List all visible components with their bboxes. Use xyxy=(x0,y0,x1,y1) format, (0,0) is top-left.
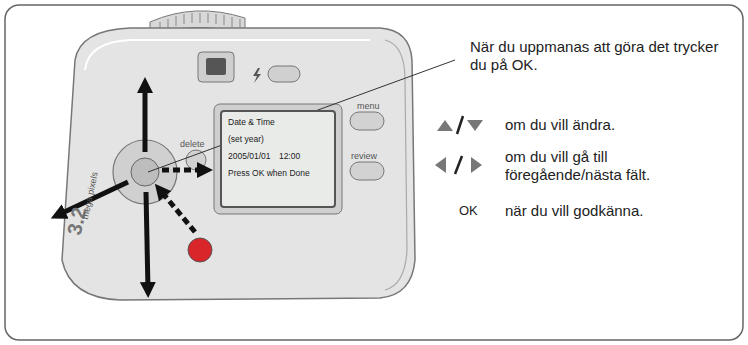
callout-text: När du uppmanas att göra det trycker du … xyxy=(470,38,735,74)
ok-key-label: OK xyxy=(459,203,478,219)
button-label: delete xyxy=(180,139,205,150)
button-label: menu xyxy=(357,101,380,112)
instruction-text: om du vill gå till föregående/nästa fält… xyxy=(505,148,685,184)
lcd-screen: Date & Time (set year) 2005/01/01 12:00Pre… xyxy=(220,110,336,208)
screen-text: Date & Time xyxy=(228,117,328,127)
screen-text: (set year) xyxy=(228,134,328,144)
screen-text: 2005/01/01 12:00 xyxy=(228,151,328,161)
instruction-text: när du vill godkänna. xyxy=(505,202,735,220)
camera-body xyxy=(62,28,415,300)
screen-text: Press OK when Done xyxy=(228,168,328,178)
frame xyxy=(5,5,743,340)
button-label: review xyxy=(351,151,377,162)
instruction-text: om du vill ändra. xyxy=(505,116,735,134)
